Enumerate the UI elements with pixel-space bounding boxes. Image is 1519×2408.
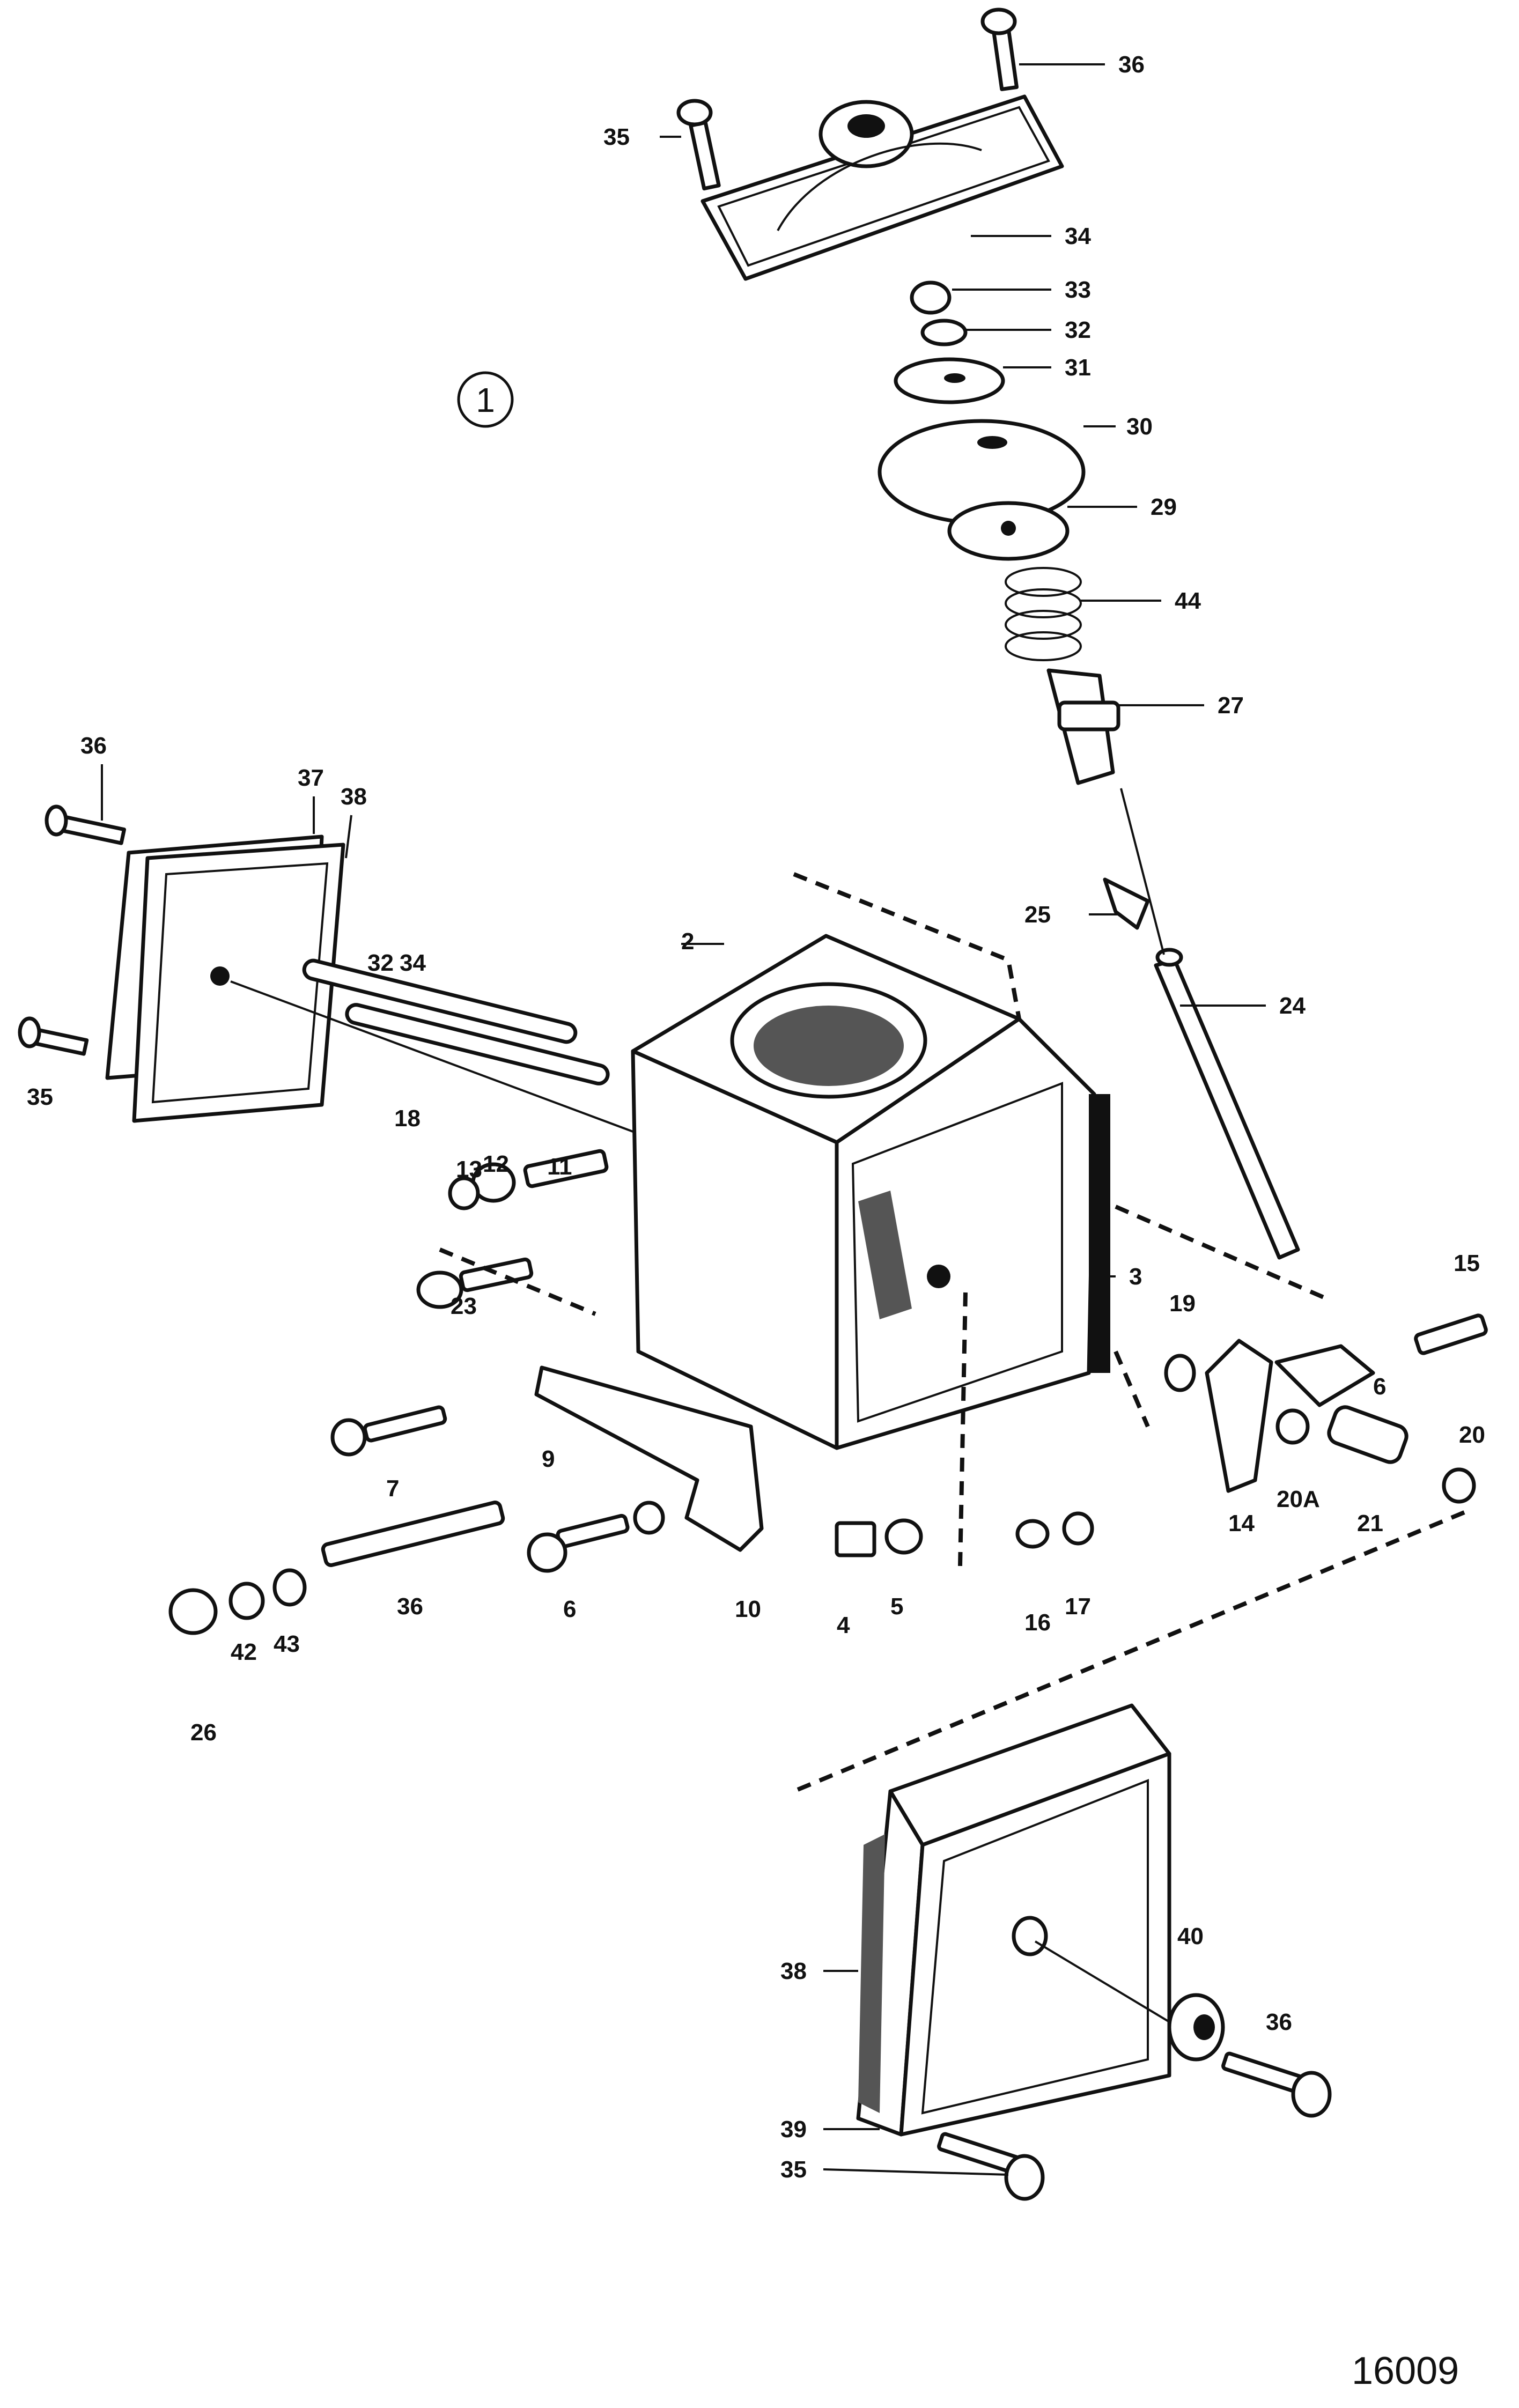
screw-35-left: [18, 1016, 89, 1056]
callout-label: 3: [1129, 1264, 1142, 1290]
fasteners-group: [168, 1149, 1094, 1635]
callout-label: 36: [1118, 51, 1145, 78]
callout-label: 6: [563, 1596, 576, 1622]
callout-label: 30: [1126, 413, 1153, 440]
rods-18-32: [230, 958, 633, 1133]
callout-label: 24: [1279, 993, 1306, 1019]
callout-label: 32: [1065, 317, 1091, 343]
callout-label: 7: [386, 1475, 399, 1502]
callout-label: 9: [542, 1446, 555, 1472]
callout-label: 34: [1065, 223, 1091, 249]
bottom-cover-38: [856, 1703, 1171, 2137]
housing-2: [631, 934, 1110, 1450]
callout-label: 36: [80, 733, 107, 759]
plate-27: [947, 501, 1070, 561]
washer-29: [894, 357, 1005, 404]
callout-label: 10: [735, 1596, 761, 1622]
spring-44: [1005, 567, 1082, 661]
callout-label: 4: [837, 1612, 850, 1638]
nut-31: [910, 280, 952, 315]
callout-label: 27: [1218, 692, 1244, 719]
callout-label: 35: [780, 2156, 807, 2183]
screw-35-top: [676, 99, 721, 191]
callout-label: 15: [1454, 1250, 1480, 1276]
callout-label: 35: [27, 1084, 53, 1110]
screw-35-bottom: [937, 2132, 1045, 2201]
callout-label: 23: [451, 1293, 477, 1319]
callout-label: 26: [190, 1719, 217, 1746]
dashed-line: [1114, 1350, 1150, 1428]
callout-label: 13: [456, 1156, 482, 1183]
washer-30: [920, 319, 968, 346]
screw-36-bottom: [1221, 2051, 1332, 2118]
callout-label: 38: [780, 1958, 807, 1984]
callout-label: 21: [1357, 1510, 1383, 1537]
callout-label: 18: [394, 1105, 421, 1132]
bracket-10: [534, 1365, 764, 1552]
callout-label: 6: [1373, 1373, 1386, 1400]
callout-label: 5: [890, 1593, 903, 1620]
callout-label: 36: [397, 1593, 423, 1620]
callout-label: 25: [1024, 902, 1051, 928]
callout-label: 40: [1177, 1923, 1204, 1949]
callout-label: 19: [1169, 1290, 1196, 1317]
lever-linkage-6-14: [1164, 1313, 1488, 1504]
callout-label: 34: [400, 950, 426, 976]
callout-label: 31: [1065, 354, 1091, 381]
callout-label: 42: [231, 1639, 257, 1665]
dashed-line: [1115, 1205, 1326, 1300]
callout-label: 11: [547, 1154, 572, 1180]
callout-label: 14: [1228, 1510, 1255, 1537]
callout-label: 29: [1151, 494, 1177, 520]
group-number-badge: 1: [457, 371, 514, 428]
screw-36-left: [45, 804, 127, 845]
callout-label: 43: [274, 1631, 300, 1657]
knob-40: [1012, 1916, 1225, 2062]
callout-label: 20: [1459, 1422, 1485, 1448]
dashed-line: [439, 1247, 596, 1316]
callouts: 36 35 34 33 32 31 30 29 44 27 25 24 36 3…: [27, 51, 1485, 2183]
screw-36-top: [980, 8, 1019, 91]
top-cover-34: [700, 94, 1064, 281]
callout-label: 33: [1065, 277, 1091, 303]
callout-label: 44: [1175, 588, 1201, 614]
callout-label: 36: [1266, 2009, 1292, 2035]
callout-label: 16: [1024, 1609, 1051, 1636]
callout-label: 32: [367, 950, 394, 976]
callout-label: 17: [1065, 1593, 1091, 1620]
cable-22: [1120, 788, 1300, 1260]
callout-label: 39: [780, 2116, 807, 2143]
callout-label: 20A: [1277, 1486, 1320, 1512]
callout-label: 38: [341, 784, 367, 810]
fitting-25: [1046, 668, 1120, 785]
callout-label: 2: [681, 928, 694, 955]
dashed-line: [793, 1510, 1465, 1793]
dashed-line: [793, 872, 1021, 1020]
drawing-number: 16009: [1352, 2350, 1459, 2392]
callout-label: 37: [298, 765, 324, 791]
callout-label: 12: [483, 1151, 509, 1177]
left-cover-37: [105, 834, 345, 1123]
clip-23: [1103, 877, 1150, 930]
callout-label: 35: [603, 124, 630, 150]
group-number: 1: [476, 381, 495, 419]
